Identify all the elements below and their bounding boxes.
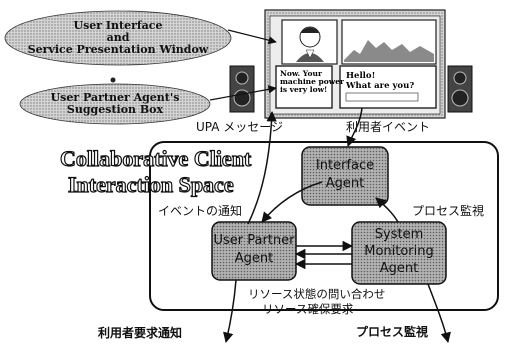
user-request-label: 利用者要求通知 — [98, 326, 183, 340]
suggestion-box-tail — [110, 77, 116, 83]
arrow-to-suggestion-box — [209, 85, 277, 101]
left-speaker-icon — [229, 65, 255, 113]
system-monitoring-agent-box — [351, 221, 447, 285]
user-event-label: 利用者イベント — [346, 120, 431, 134]
process-monitoring-bottom-label: プロセス監視 — [356, 325, 429, 339]
interaction-space-frame — [149, 141, 499, 311]
arrow-process-monitoring-top — [375, 197, 399, 223]
system-monitoring-agent-label: System Monitoring Agent — [364, 227, 434, 276]
interface-agent-box — [301, 146, 389, 206]
ui-window-bubble-label: User Interface and Service Presentation … — [27, 19, 209, 56]
space-title-line1: Collaborative Client — [59, 145, 252, 171]
arrow-process-monitoring-bottom — [427, 283, 451, 344]
arrow-to-ui-window — [227, 29, 277, 45]
arrow-upa-message — [247, 110, 277, 225]
process-monitoring-top-label: プロセス監視 — [412, 204, 485, 218]
notice-window — [275, 65, 333, 109]
arrow-event-notification — [261, 181, 323, 223]
space-title-line2: Interaction Space — [67, 171, 234, 197]
arrow-user-request — [223, 279, 237, 344]
monitor — [264, 9, 446, 119]
ui-window-bubble — [4, 10, 232, 66]
arrow-user-event — [346, 107, 363, 147]
notice-text: Now. Your machine power is very low! — [280, 69, 344, 94]
greeting-text: Hello! What are you? — [346, 71, 415, 91]
upa-message-label: UPA メッセージ — [196, 120, 284, 134]
suggestion-box-bubble — [19, 83, 211, 125]
suggestion-box-label: User Partner Agent's Suggestion Box — [50, 91, 180, 116]
user-partner-agent-label: User Partner Agent — [213, 233, 295, 266]
resource-query-label: リソース状態の問い合わせ — [248, 287, 386, 301]
resource-reserve-label: リソース確保要求 — [262, 302, 354, 316]
interface-agent-label: Interface Agent — [315, 158, 375, 191]
event-notification-label: イベントの通知 — [158, 204, 243, 218]
right-speaker-icon — [447, 65, 473, 113]
